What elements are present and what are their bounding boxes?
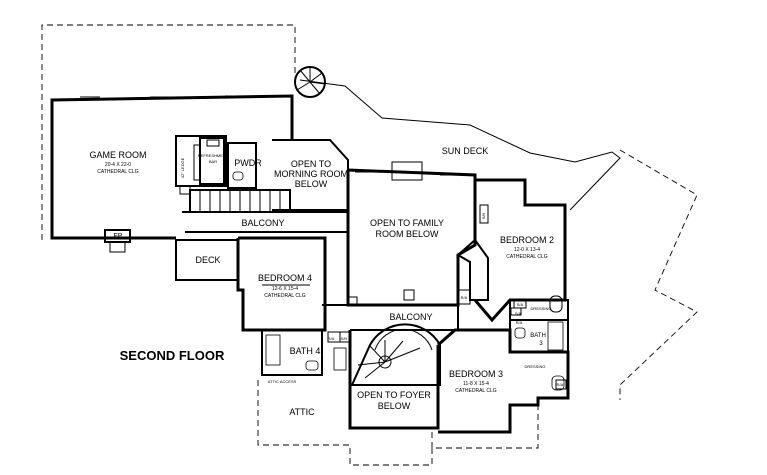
roof-outline-bottom (257, 380, 539, 466)
bath-4-label: BATH 4 (290, 346, 321, 356)
main-stair (189, 189, 291, 213)
refreshment-bar-line2: BAR (209, 159, 217, 164)
open-morning-line3: BELOW (295, 179, 328, 189)
bath-3-line1: BATH (530, 333, 546, 339)
fp-label: FP (114, 233, 123, 240)
bedroom-3-name: BEDROOM 3 (449, 369, 503, 379)
dressing-lower-label: DRESSING (525, 364, 546, 369)
bedroom-3-size: 11-8 X 15-4 (463, 381, 489, 387)
attic-access-label: ATTIC ACCESS (268, 379, 297, 384)
game-room-note: CATHEDRAL CLG (97, 169, 139, 175)
dressing-upper-label: DRESSING (531, 306, 552, 311)
sun-deck-outline (299, 79, 621, 211)
ra-right-label: R/A (516, 320, 523, 325)
game-room (50, 94, 294, 253)
bedroom-4 (236, 236, 327, 332)
open-family-line1: OPEN TO FAMILY (370, 218, 444, 228)
bedroom-4-note: CATHEDRAL CLG (264, 293, 306, 299)
bedroom-2-name: BEDROOM 2 (500, 235, 554, 245)
refreshment-bar-line1: REFRESHMENT (198, 153, 229, 158)
open-family-line2: ROOM BELOW (375, 229, 439, 239)
open-foyer-line1: OPEN TO FOYER (357, 390, 431, 400)
open-to-morning-room (272, 139, 349, 211)
bedroom-3-note: CATHEDRAL CLG (455, 388, 497, 394)
ra-mid-label: R/A (461, 295, 468, 300)
bedroom-3 (437, 328, 570, 434)
game-room-size: 20-4 X 22-0 (105, 162, 131, 168)
roof-outline-top-left (41, 24, 296, 240)
plan-title: SECOND FLOOR (120, 348, 225, 363)
sun-deck-label: SUN DECK (442, 146, 489, 156)
bedroom-4-size: 12-6 X 15-4 (272, 286, 298, 292)
game-room-name: GAME ROOM (89, 150, 146, 160)
open-foyer-line2: BELOW (378, 401, 411, 411)
sh-b2-label: S/H (481, 213, 486, 220)
attic-label: ATTIC (289, 407, 315, 417)
bedroom-2-note: CATHEDRAL CLG (506, 254, 548, 260)
sh-left-label: S/H (341, 336, 348, 341)
balcony-upper-label: BALCONY (241, 218, 284, 228)
open-to-foyer (348, 330, 440, 430)
ledge-label: 42" LEDGE (180, 157, 185, 178)
foyer-spiral-stair (350, 323, 441, 386)
open-morning-line1: OPEN TO (291, 159, 331, 169)
balcony-lower-label: BALCONY (389, 312, 432, 322)
ra-left-label: R/A (328, 336, 335, 341)
bedroom-2-size: 12-0 X 13-4 (514, 247, 540, 253)
exterior-spiral-stair (294, 66, 326, 98)
deck-label: DECK (195, 255, 220, 265)
open-morning-line2: MORNING ROOM (274, 169, 348, 179)
bath-3-line2: 3 (539, 341, 543, 347)
sa-upper-label: S/A (517, 302, 524, 307)
sa-lower-label: S/A (515, 311, 522, 316)
bath-3-and-dressing (509, 295, 569, 353)
pwdr-label: PWDR (234, 158, 262, 168)
ra-bottom-label: R/A (557, 382, 564, 387)
balcony-lower (322, 304, 459, 331)
bedroom-4-name: BEDROOM 4 (258, 273, 312, 283)
roof-outline-right (619, 149, 698, 400)
